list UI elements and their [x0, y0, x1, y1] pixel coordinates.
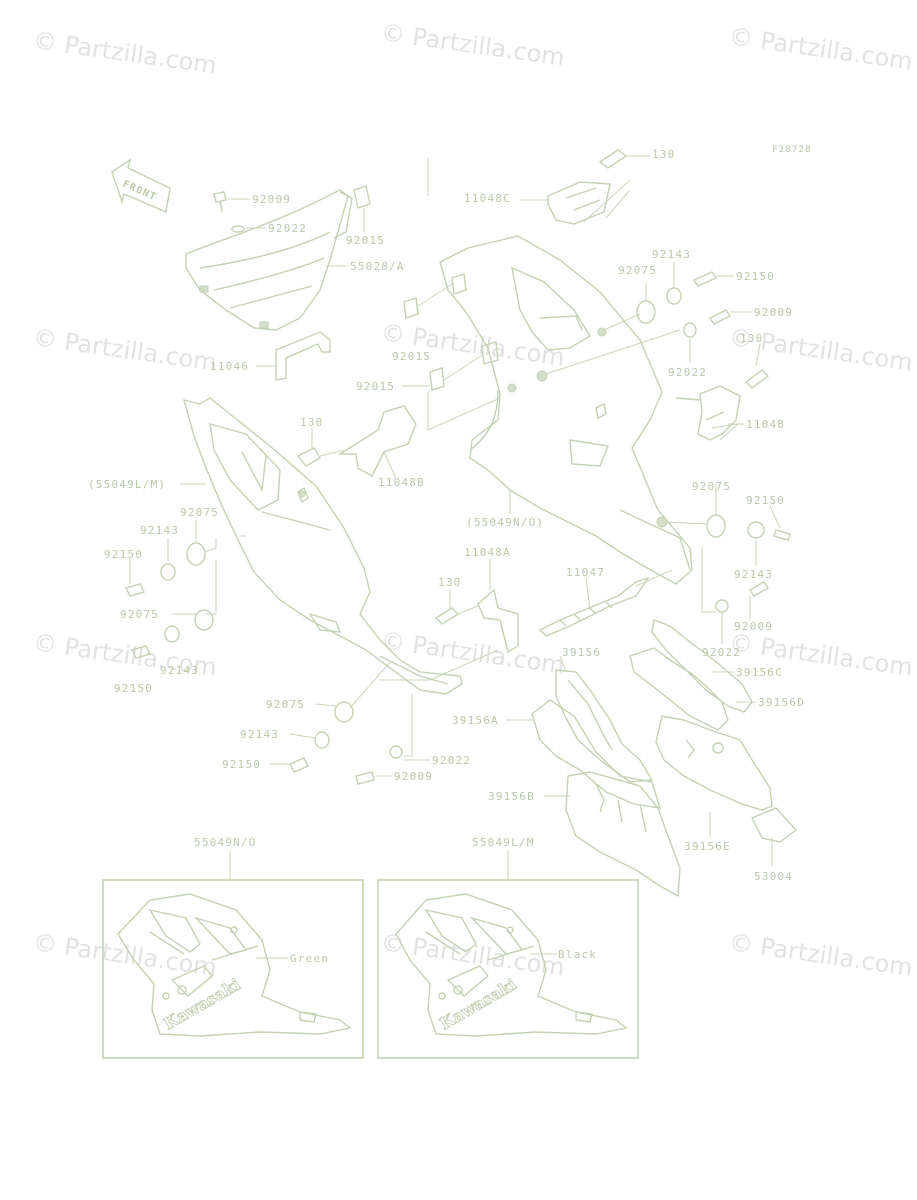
variant-color-label: Green — [290, 952, 329, 965]
label-92143-a: 92143 — [652, 248, 691, 261]
parts-drawing — [124, 149, 798, 898]
label-11048a: 11048A — [464, 546, 511, 559]
label-130-b: 130 — [740, 332, 763, 345]
label-92150-e: 92150 — [746, 494, 785, 507]
label-39156b: 39156B — [488, 790, 535, 803]
label-92022-c: 92022 — [702, 646, 741, 659]
watermark-text: © Partzilla.com — [379, 318, 566, 372]
label-92143-e: 92143 — [734, 568, 773, 581]
label-92015-a: 92015 — [346, 234, 385, 247]
label-92009-b: 92009 — [754, 306, 793, 319]
label-92009-a: 92009 — [252, 193, 291, 206]
label-55049no: (55049N/O) — [466, 516, 544, 529]
brand-logo-text: Kawasaki — [437, 975, 520, 1034]
label-92075-d: 92075 — [266, 698, 305, 711]
label-92009-d: 92009 — [394, 770, 433, 783]
brand-logo-text: Kawasaki — [161, 975, 244, 1034]
label-92022-b: 92022 — [668, 366, 707, 379]
front-arrow-icon: FRONT — [111, 158, 171, 213]
part-labels: 130 11048C 92009 92022 92015 55028/A 921… — [88, 148, 805, 883]
label-55049lm: (55049L/M) — [88, 478, 166, 491]
variant-color-label: Black — [558, 948, 597, 961]
label-130-c: 130 — [300, 416, 323, 429]
label-92015-b: 92015 — [392, 350, 431, 363]
variant-code: 55049N/O — [194, 836, 257, 849]
label-130-top: 130 — [652, 148, 675, 161]
watermark-text: © Partzilla.com — [31, 323, 218, 377]
watermark-text: © Partzilla.com — [379, 18, 566, 72]
watermark-text: © Partzilla.com — [31, 928, 218, 982]
label-92150-b: 92150 — [104, 548, 143, 561]
label-92075-e: 92075 — [692, 480, 731, 493]
label-92075-c: 92075 — [120, 608, 159, 621]
label-92009-c: 92009 — [734, 620, 773, 633]
label-11047: 11047 — [566, 566, 605, 579]
label-11048c: 11048C — [464, 192, 511, 205]
watermark-text: © Partzilla.com — [379, 626, 566, 680]
label-92075-a: 92075 — [618, 264, 657, 277]
label-92022-d: 92022 — [432, 754, 471, 767]
label-92015-c: 92015 — [356, 380, 395, 393]
label-11046: 11046 — [210, 360, 249, 373]
front-arrow-text: FRONT — [121, 179, 158, 204]
label-53004: 53004 — [754, 870, 793, 883]
label-92143-b: 92143 — [140, 524, 179, 537]
label-92143-d: 92143 — [240, 728, 279, 741]
figure-code: F2872B — [772, 145, 812, 155]
label-55028: 55028/A — [350, 260, 405, 273]
watermark-text: © Partzilla.com — [31, 26, 218, 80]
watermark-text: © Partzilla.com — [727, 928, 914, 982]
label-39156d: 39156D — [758, 696, 805, 709]
label-39156e: 39156E — [684, 840, 731, 853]
label-130-d: 130 — [438, 576, 461, 589]
label-11048: 11048 — [746, 418, 785, 431]
label-92143-c: 92143 — [160, 664, 199, 677]
label-39156a: 39156A — [452, 714, 499, 727]
label-92075-b: 92075 — [180, 506, 219, 519]
label-39156c: 39156C — [736, 666, 783, 679]
watermark-text: © Partzilla.com — [727, 22, 914, 76]
variant-code: 55049L/M — [472, 836, 535, 849]
label-92150-d: 92150 — [222, 758, 261, 771]
label-92022-a: 92022 — [268, 222, 307, 235]
label-11048b: 11048B — [378, 476, 425, 489]
label-92150-a: 92150 — [736, 270, 775, 283]
label-92150-c: 92150 — [114, 682, 153, 695]
label-39156: 39156 — [562, 646, 601, 659]
